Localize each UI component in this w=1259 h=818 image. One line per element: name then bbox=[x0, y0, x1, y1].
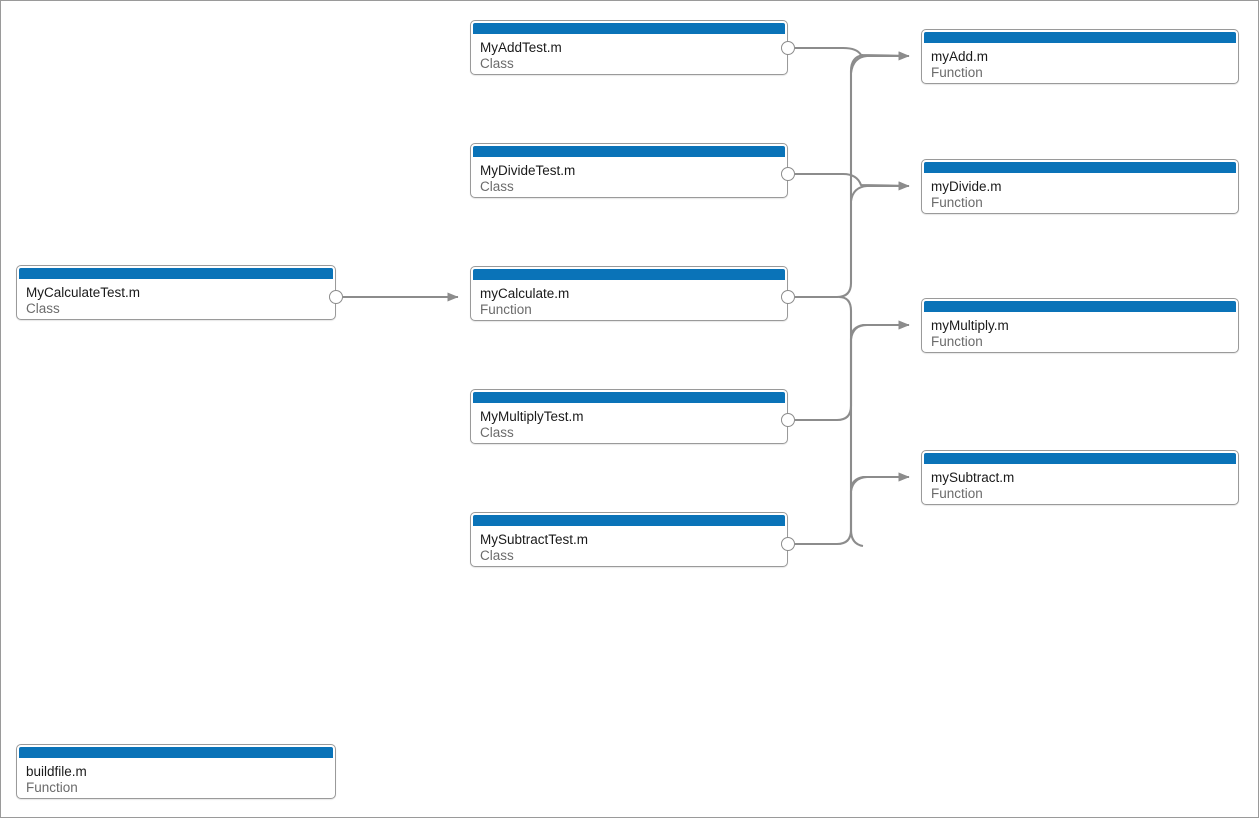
edge-mycalculate-to-myadd bbox=[849, 51, 910, 74]
node-title: MyCalculateTest.m bbox=[26, 285, 141, 300]
output-port-mycalculatetest[interactable] bbox=[329, 290, 343, 304]
node-body: buildfile.m Function bbox=[17, 758, 335, 798]
node-title: MyDivideTest.m bbox=[480, 163, 576, 178]
node-mymultiplytest[interactable]: MyMultiplyTest.m Class bbox=[470, 389, 788, 444]
edge-trunk-mycalculate-lower bbox=[838, 295, 864, 548]
edge-mycalculate-to-mydivide bbox=[849, 181, 910, 202]
node-body: MyCalculateTest.m Class bbox=[17, 279, 335, 319]
node-header-bar bbox=[473, 392, 785, 403]
edge-mysubtracttest-to-mysubtract bbox=[795, 472, 910, 546]
node-buildfile[interactable]: buildfile.m Function bbox=[16, 744, 336, 799]
node-body: myDivide.m Function bbox=[922, 173, 1238, 213]
node-mycalculatetest[interactable]: MyCalculateTest.m Class bbox=[16, 265, 336, 320]
node-body: myAdd.m Function bbox=[922, 43, 1238, 83]
node-title: MyMultiplyTest.m bbox=[480, 409, 584, 424]
node-mydivide[interactable]: myDivide.m Function bbox=[921, 159, 1239, 214]
node-mydividetest[interactable]: MyDivideTest.m Class bbox=[470, 143, 788, 198]
node-mysubtract[interactable]: mySubtract.m Function bbox=[921, 450, 1239, 505]
output-port-mycalculate[interactable] bbox=[781, 290, 795, 304]
node-title: MySubtractTest.m bbox=[480, 532, 589, 547]
node-header-bar bbox=[473, 23, 785, 34]
node-header-bar bbox=[473, 146, 785, 157]
node-body: myCalculate.m Function bbox=[471, 280, 787, 320]
node-subtitle: Function bbox=[931, 195, 983, 210]
node-header-bar bbox=[924, 162, 1236, 173]
node-title: buildfile.m bbox=[26, 764, 87, 779]
node-body: mySubtract.m Function bbox=[922, 464, 1238, 504]
node-title: myAdd.m bbox=[931, 49, 989, 64]
edge-mycalculate-to-mymultiply bbox=[849, 320, 910, 340]
edge-trunk-mycalculate bbox=[795, 53, 864, 299]
node-header-bar bbox=[924, 301, 1236, 312]
node-subtitle: Function bbox=[26, 780, 78, 795]
node-body: myMultiply.m Function bbox=[922, 312, 1238, 352]
node-subtitle: Function bbox=[931, 486, 983, 501]
output-port-mysubtracttest[interactable] bbox=[781, 537, 795, 551]
node-body: MyMultiplyTest.m Class bbox=[471, 403, 787, 443]
node-mycalculate[interactable]: myCalculate.m Function bbox=[470, 266, 788, 321]
node-header-bar bbox=[473, 515, 785, 526]
node-subtitle: Function bbox=[931, 334, 983, 349]
node-subtitle: Class bbox=[480, 425, 514, 440]
node-title: mySubtract.m bbox=[931, 470, 1015, 485]
node-body: MyAddTest.m Class bbox=[471, 34, 787, 74]
node-title: myDivide.m bbox=[931, 179, 1002, 194]
node-title: myCalculate.m bbox=[480, 286, 570, 301]
node-subtitle: Function bbox=[480, 302, 532, 317]
node-mysubtracttest[interactable]: MySubtractTest.m Class bbox=[470, 512, 788, 567]
node-subtitle: Class bbox=[480, 548, 514, 563]
node-mymultiply[interactable]: myMultiply.m Function bbox=[921, 298, 1239, 353]
output-port-mydividetest[interactable] bbox=[781, 167, 795, 181]
output-port-myaddtest[interactable] bbox=[781, 41, 795, 55]
node-myaddtest[interactable]: MyAddTest.m Class bbox=[470, 20, 788, 75]
node-header-bar bbox=[924, 453, 1236, 464]
node-title: MyAddTest.m bbox=[480, 40, 562, 55]
edge-mymultiplytest-to-mymultiply bbox=[795, 320, 910, 422]
node-subtitle: Function bbox=[931, 65, 983, 80]
edge-myaddtest-to-myadd bbox=[795, 46, 910, 61]
node-myadd[interactable]: myAdd.m Function bbox=[921, 29, 1239, 84]
node-subtitle: Class bbox=[480, 179, 514, 194]
edge-mycalculate-to-mysubtract bbox=[849, 472, 910, 492]
edge-mydividetest-to-mydivide bbox=[795, 172, 910, 191]
output-port-mymultiplytest[interactable] bbox=[781, 413, 795, 427]
node-subtitle: Class bbox=[26, 301, 60, 316]
node-body: MySubtractTest.m Class bbox=[471, 526, 787, 566]
node-body: MyDivideTest.m Class bbox=[471, 157, 787, 197]
node-title: myMultiply.m bbox=[931, 318, 1009, 333]
node-header-bar bbox=[19, 268, 333, 279]
node-subtitle: Class bbox=[480, 56, 514, 71]
node-header-bar bbox=[924, 32, 1236, 43]
node-header-bar bbox=[19, 747, 333, 758]
node-header-bar bbox=[473, 269, 785, 280]
